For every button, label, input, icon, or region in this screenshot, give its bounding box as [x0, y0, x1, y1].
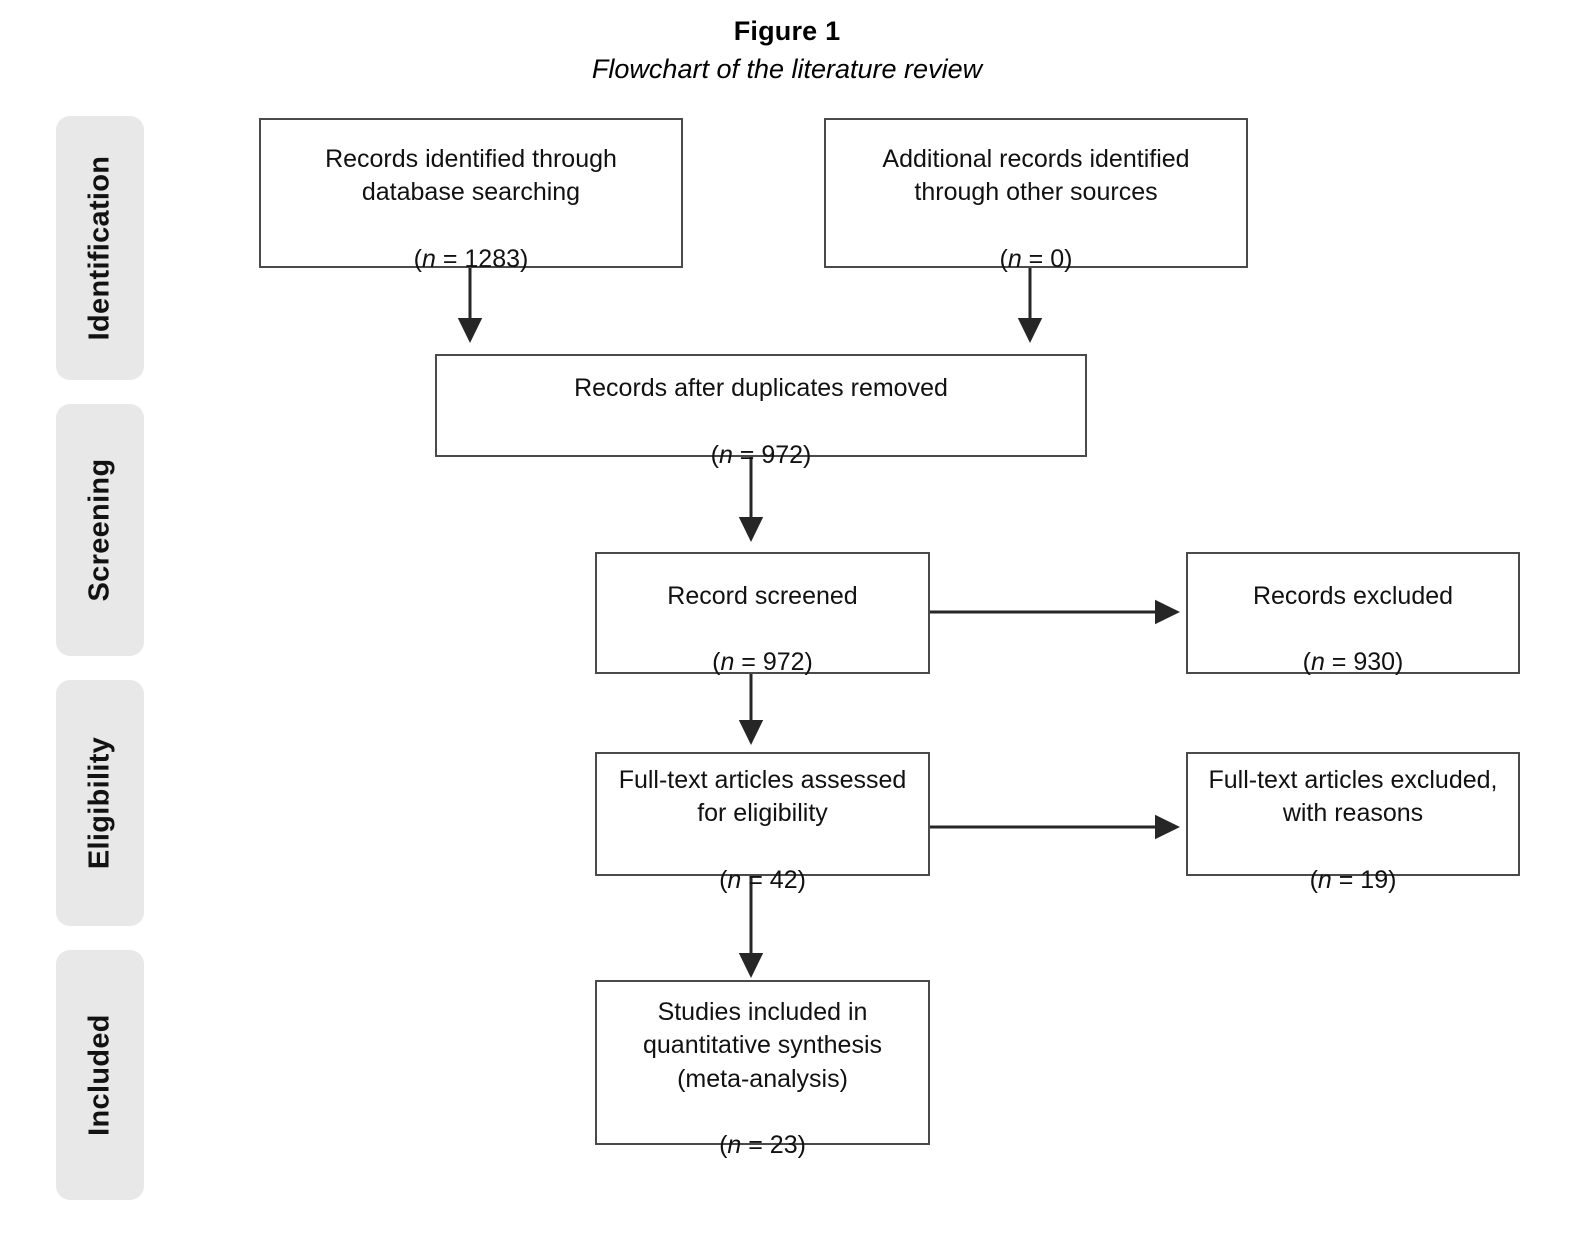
box-fulltext-excluded: Full-text articles excluded, with reason…	[1186, 752, 1520, 894]
box-fulltext-assessed-text: Full-text articles assessed for eligibil…	[618, 766, 907, 894]
box-records-identified-text: Records identified through database sear…	[325, 145, 617, 273]
stage-band-screening: Screening	[56, 404, 144, 656]
box-fulltext-assessed: Full-text articles assessed for eligibil…	[595, 752, 930, 894]
box-studies-included: Studies included in quantitative synthes…	[595, 980, 930, 1159]
box-records-excluded-text: Records excluded (n = 930)	[1252, 581, 1454, 677]
stage-label-identification: Identification	[83, 155, 116, 341]
box-record-screened-text: Record screened (n = 972)	[667, 581, 858, 677]
box-records-after-duplicates-text: Records after duplicates removed (n = 97…	[574, 374, 948, 469]
box-fulltext-excluded-text: Full-text articles excluded, with reason…	[1208, 766, 1498, 894]
box-record-screened: Record screened (n = 972)	[595, 552, 930, 676]
stage-label-eligibility: Eligibility	[83, 736, 116, 870]
box-records-after-duplicates: Records after duplicates removed (n = 97…	[435, 354, 1087, 469]
stage-band-identification: Identification	[56, 116, 144, 380]
stage-label-screening: Screening	[83, 458, 116, 602]
box-records-excluded: Records excluded (n = 930)	[1186, 552, 1520, 676]
box-studies-included-text: Studies included in quantitative synthes…	[642, 998, 883, 1159]
box-additional-records-text: Additional records identified through ot…	[882, 145, 1190, 273]
stage-band-included: Included	[56, 950, 144, 1200]
stage-label-included: Included	[83, 1014, 116, 1136]
figure-title-block: Figure 1 Flowchart of the literature rev…	[0, 16, 1574, 87]
box-records-identified: Records identified through database sear…	[259, 118, 683, 273]
box-additional-records: Additional records identified through ot…	[824, 118, 1248, 273]
stage-band-eligibility: Eligibility	[56, 680, 144, 926]
figure-title: Figure 1	[733, 16, 841, 46]
figure-subtitle: Flowchart of the literature review	[591, 54, 983, 85]
